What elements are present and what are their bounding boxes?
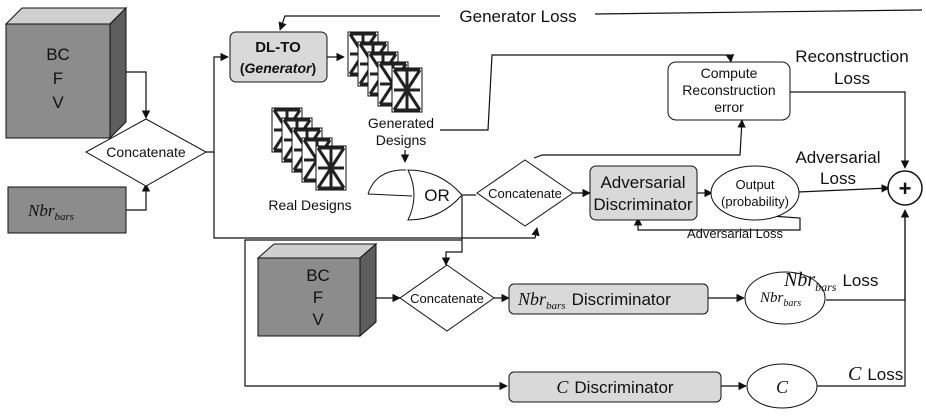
concatenate-node-1: Concatenate	[84, 118, 208, 187]
nbr-bars-node: Nbrbars	[744, 271, 826, 325]
input-top-line-1: BC	[46, 45, 70, 64]
reconstruction-loss-line-1: Reconstruction	[795, 47, 908, 66]
output-line-2: (probability)	[721, 194, 789, 209]
nbr-loss-sub: bars	[815, 280, 837, 294]
c-node: C	[746, 363, 818, 409]
generator-title: DL-TO	[255, 39, 301, 56]
generator-loss-label: Generator Loss	[459, 7, 576, 26]
adversarial-loss-feedback-label: Adversarial Loss	[687, 226, 784, 241]
nbr-node-sub: bars	[783, 298, 801, 309]
adversarial-loss-line-1: Adversarial	[795, 148, 880, 167]
connectors	[126, 9, 923, 391]
c-loss-suffix: Loss	[867, 365, 903, 384]
or-gate-label: OR	[424, 186, 450, 205]
nbr-disc-sub: bars	[546, 300, 566, 312]
nbr-disc-suffix: Discriminator	[572, 290, 672, 309]
c-loss-symbol: C	[848, 363, 862, 385]
concatenate-1-label: Concatenate	[106, 144, 186, 160]
sum-symbol: +	[899, 176, 912, 201]
reconstruction-loss-line-2: Loss	[834, 69, 870, 88]
generated-designs-line-1: Generated	[368, 115, 434, 131]
input-top-line-2: F	[53, 69, 63, 88]
generated-designs-line-2: Designs	[376, 132, 427, 148]
input-top-line-3: V	[52, 93, 64, 112]
concatenate-node-3: Concatenate	[399, 264, 495, 332]
real-designs-label: Real Designs	[268, 197, 351, 213]
adversarial-discriminator-node: Adversarial Discriminator	[589, 165, 698, 221]
adversarial-disc-line-1: Adversarial	[600, 173, 685, 192]
concatenate-3-label: Concatenate	[410, 291, 484, 306]
concatenate-node-2: Concatenate	[476, 159, 574, 227]
generator-node: DL-TO (Generator)	[229, 31, 328, 83]
or-gate: OR	[367, 169, 463, 221]
input-box-top: BC F V	[4, 6, 128, 140]
output-probability-node: Output (probability)	[710, 165, 800, 221]
output-line-1: Output	[735, 177, 774, 192]
compute-recon-line-2: Reconstruction	[682, 82, 775, 98]
nbr-node-base: Nbr	[759, 290, 784, 306]
compute-reconstruction-node: Compute Reconstruction error	[667, 61, 791, 121]
generator-subtitle: Generator	[245, 60, 313, 76]
adversarial-disc-line-2: Discriminator	[593, 195, 693, 214]
input-bottom-line-3: V	[312, 310, 324, 329]
nbr-bars-input: Nbrbars	[7, 186, 127, 234]
concatenate-2-label: Concatenate	[488, 186, 562, 201]
c-discriminator-node: C Discriminator	[508, 371, 722, 403]
input-bottom-line-1: BC	[306, 266, 330, 285]
nbr-discriminator-node: Nbrbars Discriminator	[508, 283, 709, 315]
svg-text:Nbrbars: Nbrbars	[759, 290, 801, 309]
generator-paren-close: )	[311, 60, 316, 76]
nbr-input-sub: bars	[54, 211, 74, 223]
real-designs-stack: Real Designs	[268, 106, 352, 213]
generated-designs-stack: Generated Designs	[346, 30, 434, 148]
input-bottom-line-2: F	[313, 288, 323, 307]
c-disc-suffix: Discriminator	[574, 378, 674, 397]
svg-text:(Generator): (Generator)	[240, 60, 316, 76]
c-node-label: C	[776, 377, 789, 397]
input-box-bottom: BC F V	[256, 242, 378, 338]
compute-recon-line-1: Compute	[701, 65, 758, 81]
c-disc-symbol: C	[556, 377, 569, 397]
compute-recon-line-3: error	[714, 99, 744, 115]
nbr-disc-base: Nbr	[517, 289, 547, 309]
svg-text:Nbrbars: Nbrbars	[27, 201, 74, 223]
adversarial-loss-line-2: Loss	[820, 169, 856, 188]
generator-paren-open: (	[240, 60, 245, 76]
nbr-input-base: Nbr	[27, 201, 55, 220]
nbr-loss-suffix: Loss	[842, 271, 878, 290]
nbr-loss-base: Nbr	[783, 269, 815, 291]
sum-node: +	[887, 170, 923, 206]
